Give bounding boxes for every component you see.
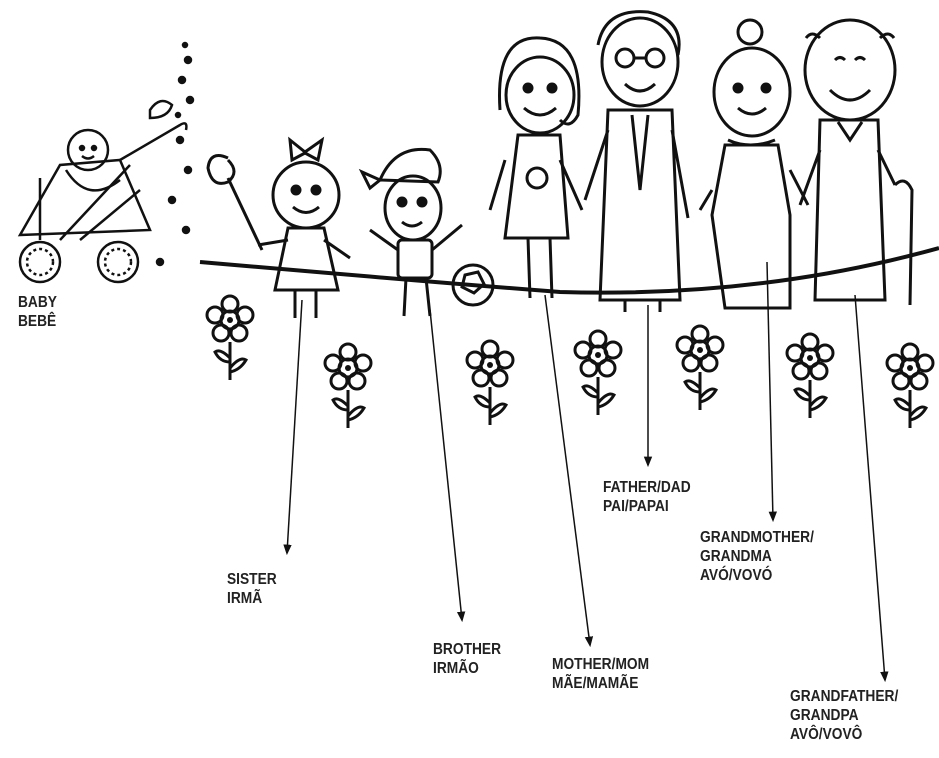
label-grandfather-pt: AVÔ/VOVÔ xyxy=(790,726,863,743)
flower-2 xyxy=(323,342,373,430)
flower-7 xyxy=(885,342,935,430)
arrow-sister xyxy=(283,299,303,556)
label-mother-en: MOTHER/MOM xyxy=(552,656,650,673)
sister-drawing xyxy=(206,136,351,318)
label-brother: BROTHER IRMÃO xyxy=(433,640,501,678)
label-grandfather-en2: GRANDPA xyxy=(790,707,859,724)
flower-5 xyxy=(675,324,725,412)
brother-drawing xyxy=(358,147,495,317)
label-father-pt: PAI/PAPAI xyxy=(603,498,669,515)
label-grandmother-en2: GRANDMA xyxy=(700,548,772,565)
label-sister-en: SISTER xyxy=(227,571,277,588)
arrow-grandmother xyxy=(766,261,778,523)
arrow-grandfather xyxy=(854,294,889,683)
arrow-mother xyxy=(544,294,594,648)
father-drawing xyxy=(583,10,690,312)
flower-3 xyxy=(465,339,515,427)
label-grandmother: GRANDMOTHER/ GRANDMA AVÓ/VOVÓ xyxy=(700,528,814,585)
label-father: FATHER/DAD PAI/PAPAI xyxy=(603,478,691,516)
flower-1 xyxy=(205,294,255,382)
label-baby-en: BABY xyxy=(18,294,57,311)
baby-stroller-drawing xyxy=(17,41,195,284)
ground-line xyxy=(199,246,939,295)
flower-4 xyxy=(573,329,623,417)
label-sister: SISTER IRMÃ xyxy=(227,570,277,608)
label-grandfather: GRANDFATHER/ GRANDPA AVÔ/VOVÔ xyxy=(790,687,898,744)
grandmother-drawing xyxy=(698,18,810,310)
arrow-brother xyxy=(429,309,466,623)
mother-drawing xyxy=(488,36,584,299)
flower-6 xyxy=(785,332,835,420)
label-brother-en: BROTHER xyxy=(433,641,502,658)
label-grandfather-en: GRANDFATHER/ xyxy=(790,688,899,705)
label-sister-pt: IRMÃ xyxy=(227,590,263,607)
grandfather-drawing xyxy=(798,18,914,306)
label-father-en: FATHER/DAD xyxy=(603,479,691,496)
label-grandmother-en: GRANDMOTHER/ xyxy=(700,529,814,546)
label-grandmother-pt: AVÓ/VOVÓ xyxy=(700,567,773,584)
label-baby-pt: BEBÊ xyxy=(18,313,57,330)
label-mother: MOTHER/MOM MÃE/MAMÃE xyxy=(552,655,649,693)
label-brother-pt: IRMÃO xyxy=(433,660,479,677)
label-mother-pt: MÃE/MAMÃE xyxy=(552,675,639,692)
label-baby: BABY BEBÊ xyxy=(18,293,57,331)
